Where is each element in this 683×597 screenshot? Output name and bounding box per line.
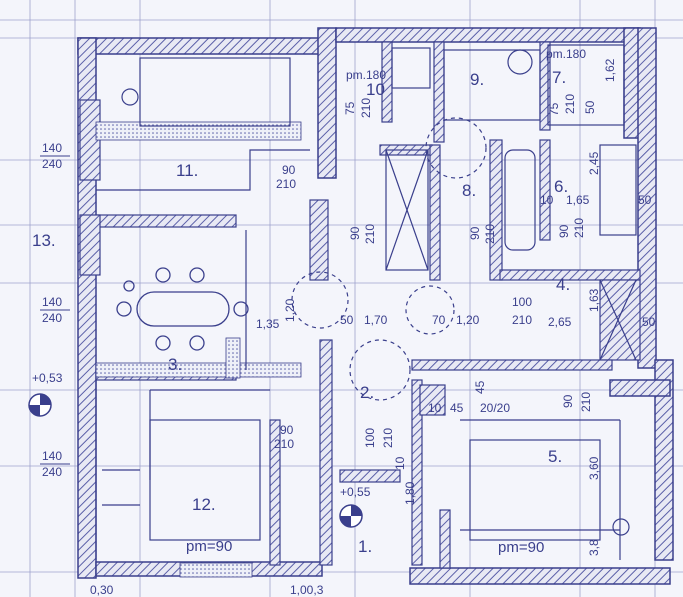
level-marker-055 — [339, 504, 363, 528]
dim-50-c: 50 — [642, 315, 656, 329]
dim-50-b: 50 — [638, 193, 652, 207]
dim-210-room10: 210 — [359, 98, 373, 118]
dim-210-room5: 210 — [579, 392, 593, 412]
dim-140-c: 140 — [42, 449, 62, 463]
dim-1-63: 1,63 — [587, 288, 601, 312]
dim-210-room4: 210 — [512, 313, 532, 327]
dim-100-room2: 100 — [363, 428, 377, 448]
level-marker-053 — [28, 393, 52, 417]
room-label-6: 6. — [554, 177, 568, 196]
dim-2-65: 2,65 — [548, 315, 572, 329]
room-label-3: 3. — [168, 355, 182, 374]
bed-outlines — [121, 57, 630, 541]
dim-90-room8: 90 — [468, 226, 482, 240]
dim-3-8: 3,8 — [587, 539, 601, 556]
dim-50-room7: 50 — [583, 100, 597, 114]
dim-1-80: 1,80 — [403, 481, 417, 505]
pm-room7: pm.180 — [546, 47, 586, 61]
dim-1-65: 1,65 — [566, 193, 590, 207]
room-label-10: 10 — [366, 80, 385, 99]
dim-10-b: 10 — [393, 456, 407, 470]
dim-240-c: 240 — [42, 465, 62, 479]
dim-1-62: 1,62 — [603, 58, 617, 82]
dim-90-room11: 90 — [282, 163, 296, 177]
dim-1-20-a: 1,20 — [283, 298, 297, 322]
dim-210-room2: 210 — [381, 428, 395, 448]
dim-90-left8: 90 — [348, 226, 362, 240]
dim-210-room6: 210 — [572, 218, 586, 238]
dim-2-45: 2,45 — [587, 151, 601, 175]
pm-room5: pm=90 — [498, 539, 544, 556]
dim-210-left8: 210 — [363, 224, 377, 244]
level-053: +0,53 — [32, 371, 63, 385]
outer-walls — [77, 27, 674, 585]
dim-50-a: 50 — [340, 313, 354, 327]
dim-75-room10: 75 — [343, 101, 357, 115]
dim-1-35: 1,35 — [256, 317, 280, 331]
dim-1-00-3: 1,00,3 — [290, 583, 324, 597]
dim-3-60: 3,60 — [587, 456, 601, 480]
dim-1-20-b: 1,20 — [456, 313, 480, 327]
dim-45-a: 45 — [473, 380, 487, 394]
dim-210-room7: 210 — [563, 94, 577, 114]
dim-90-room5: 90 — [561, 394, 575, 408]
dim-1-70: 1,70 — [364, 313, 388, 327]
dim-45-b: 45 — [450, 401, 464, 415]
room-label-4: 4. — [556, 275, 570, 294]
room-label-9: 9. — [470, 70, 484, 89]
room-label-2: 2. — [360, 383, 374, 402]
room-label-5: 5. — [548, 447, 562, 466]
dim-90-room6: 90 — [557, 224, 571, 238]
dim-210-room8: 210 — [483, 224, 497, 244]
dim-100-room4: 100 — [512, 295, 532, 309]
dim-75-room7: 75 — [547, 102, 561, 116]
dim-210-room11: 210 — [276, 177, 296, 191]
pm-room12: pm=90 — [186, 538, 232, 555]
pm-room10: pm.180 — [346, 68, 386, 82]
dim-240-b: 240 — [42, 311, 62, 325]
dim-140-b: 140 — [42, 295, 62, 309]
dining-table — [116, 267, 249, 351]
dim-0-30: 0,30 — [90, 583, 114, 597]
level-055: +0,55 — [340, 485, 371, 499]
dim-10-a: 10 — [540, 193, 554, 207]
room-label-1: 1. — [358, 537, 372, 556]
room-label-7: 7. — [552, 68, 566, 87]
dim-140-a: 140 — [42, 141, 62, 155]
room-label-13: 13. — [32, 231, 56, 250]
room-label-8: 8. — [462, 181, 476, 200]
dim-20-20: 20/20 — [480, 401, 510, 415]
room-label-11: 11. — [176, 161, 198, 180]
dim-10-c: 10 — [428, 401, 442, 415]
dim-70-a: 70 — [432, 313, 446, 327]
dim-240-a: 240 — [42, 157, 62, 171]
room-label-12: 12. — [192, 495, 216, 514]
dim-90-room12: 90 — [280, 423, 294, 437]
dim-210-room12: 210 — [274, 437, 294, 451]
